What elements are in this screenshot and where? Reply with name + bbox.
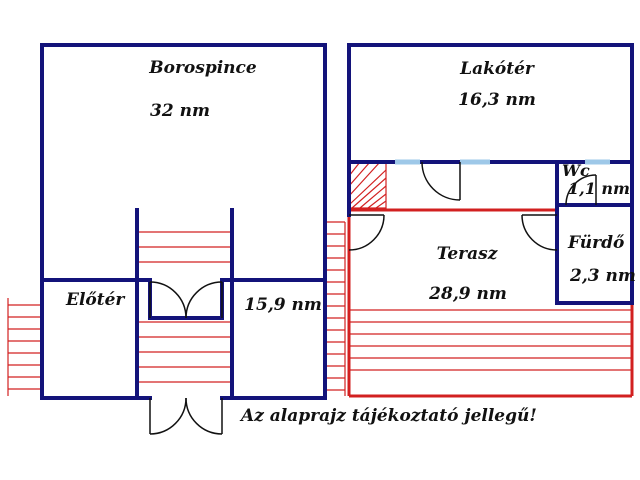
area-borospince: 32 nm — [150, 101, 210, 121]
area-wc: 1,1 nm — [568, 179, 630, 198]
area-middle-room: 15,9 nm — [244, 295, 322, 315]
area-lakoter: 16,3 nm — [458, 90, 536, 110]
spiral-staircase — [348, 161, 387, 209]
walls — [40, 43, 634, 400]
label-lakoter: Lakótér — [459, 59, 535, 79]
middle-side-steps — [325, 221, 346, 396]
label-furdo: Fürdő — [567, 233, 625, 253]
label-wc: Wc — [562, 161, 590, 180]
area-terasz: 28,9 nm — [428, 284, 507, 304]
label-terasz: Terasz — [437, 244, 498, 264]
central-staircase — [138, 231, 230, 383]
terrace-steps — [350, 309, 632, 371]
left-entry-steps — [7, 298, 42, 396]
disclaimer-note: Az alaprajz tájékoztató jellegű! — [239, 406, 537, 426]
doors — [149, 161, 597, 435]
area-furdo: 2,3 nm — [569, 266, 636, 286]
label-eloter: Előtér — [65, 290, 125, 310]
label-borospince: Borospince — [148, 58, 257, 78]
terrace-outline — [347, 208, 634, 398]
